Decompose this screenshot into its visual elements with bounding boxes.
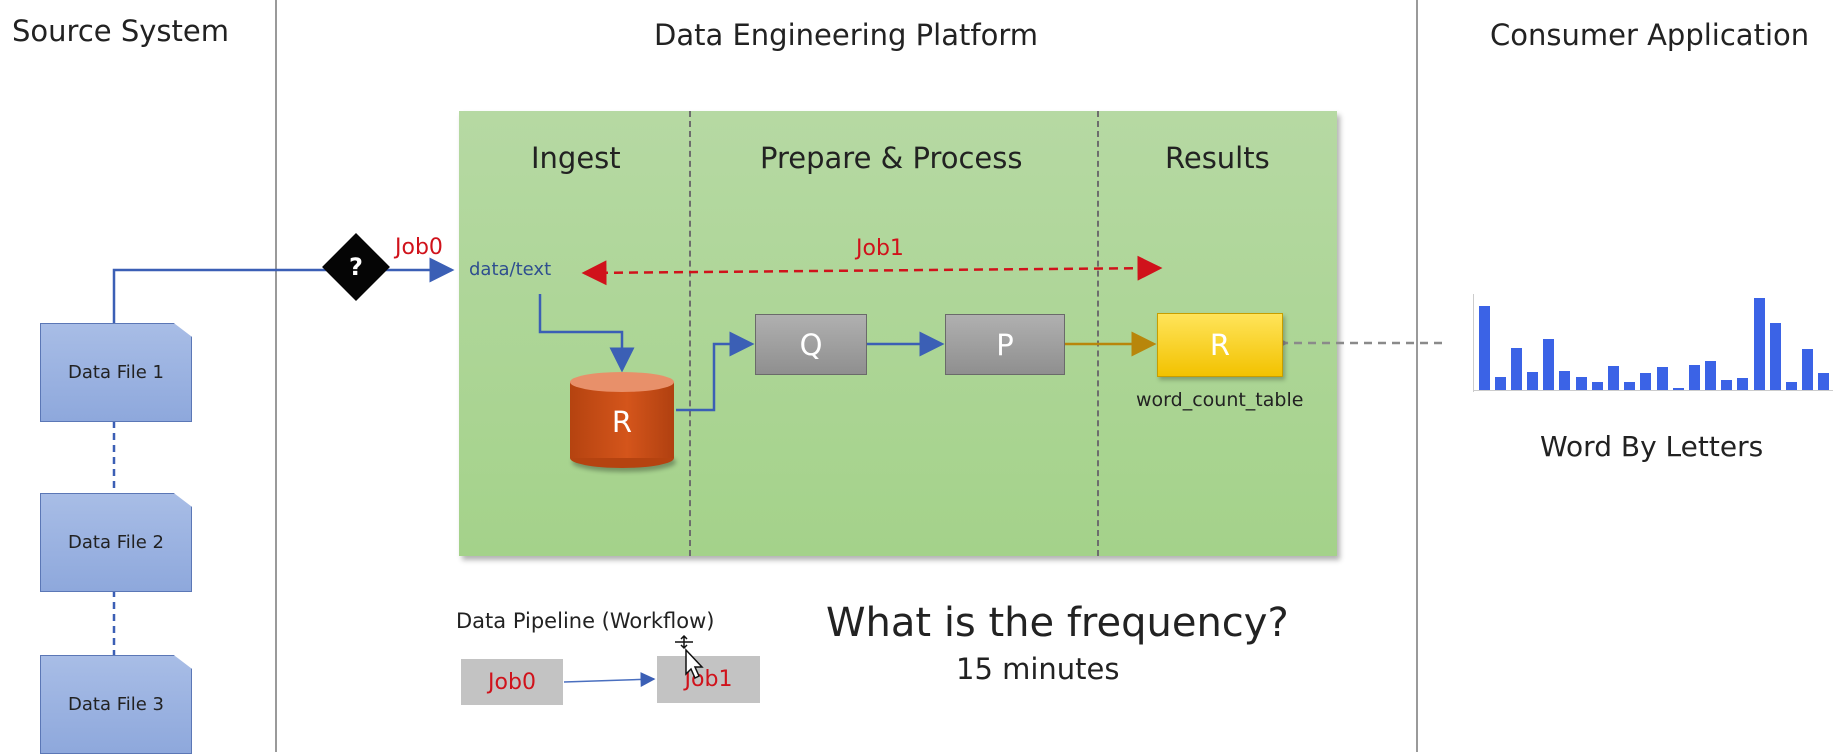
- pipeline-link: [563, 671, 656, 687]
- word-by-letters-chart: [1460, 286, 1840, 400]
- chart-bar: [1769, 322, 1781, 390]
- chart-bar: [1672, 388, 1684, 390]
- platform-title: Data Engineering Platform: [654, 18, 1038, 52]
- divider-left: [275, 0, 277, 752]
- chart-x-axis: [1473, 390, 1833, 391]
- stage-separator-1: [689, 111, 691, 556]
- stage-title-ingest: Ingest: [531, 141, 621, 175]
- pipeline-job0-box: Job0: [461, 659, 563, 705]
- question-text: What is the frequency?: [826, 600, 1289, 646]
- job0-label: Job0: [395, 235, 443, 260]
- chart-bar: [1591, 382, 1603, 390]
- job1-span-arrow: [581, 255, 1163, 286]
- raw-store-cylinder: R: [570, 372, 674, 468]
- source-system-title: Source System: [12, 14, 229, 48]
- chart-bar: [1575, 376, 1587, 390]
- chart-caption: Word By Letters: [1540, 430, 1764, 463]
- stage-title-prepare: Prepare & Process: [760, 141, 1023, 175]
- chart-bar: [1802, 348, 1814, 390]
- chart-bar: [1721, 380, 1733, 390]
- chart-bar: [1527, 371, 1539, 390]
- chart-bar: [1510, 347, 1522, 390]
- stage-title-results: Results: [1165, 141, 1270, 175]
- data-file-1: Data File 1: [40, 323, 192, 422]
- chart-bar: [1705, 361, 1717, 390]
- chart-bar: [1786, 382, 1798, 390]
- store-to-query-line: [676, 331, 755, 412]
- result-table-box: R: [1157, 313, 1283, 377]
- chart-bar: [1737, 378, 1749, 390]
- chart-bar: [1688, 365, 1700, 390]
- chart-bar: [1608, 366, 1620, 390]
- query-box: Q: [755, 314, 867, 375]
- file-to-decision-line: [112, 268, 330, 323]
- ingest-to-store-line: [538, 294, 635, 373]
- chart-bar: [1753, 297, 1765, 390]
- raw-store-label: R: [611, 405, 633, 439]
- stage-separator-2: [1097, 111, 1099, 556]
- pipeline-title: Data Pipeline (Workflow): [456, 609, 715, 633]
- data-file-2: Data File 2: [40, 493, 192, 592]
- answer-text: 15 minutes: [956, 652, 1120, 686]
- data-file-3: Data File 3: [40, 655, 192, 754]
- divider-right: [1416, 0, 1418, 752]
- chart-bar: [1656, 366, 1668, 390]
- mouse-cursor-icon: [675, 634, 704, 680]
- chart-bar: [1624, 382, 1636, 390]
- chart-bar: [1543, 339, 1555, 390]
- source-path-label: data/text: [469, 259, 552, 280]
- chart-bar: [1559, 370, 1571, 390]
- job1-label: Job1: [856, 236, 904, 261]
- process-box: P: [945, 314, 1065, 375]
- chart-bar: [1494, 376, 1506, 390]
- chart-bar: [1640, 372, 1652, 390]
- chart-y-axis: [1473, 294, 1474, 392]
- result-table-label: word_count_table: [1136, 389, 1304, 411]
- decision-question-mark: ?: [349, 253, 363, 281]
- consumer-title: Consumer Application: [1490, 18, 1810, 52]
- pipeline-job1-box: Job1: [657, 656, 760, 703]
- chart-bar: [1478, 305, 1490, 390]
- chart-bar: [1818, 372, 1830, 390]
